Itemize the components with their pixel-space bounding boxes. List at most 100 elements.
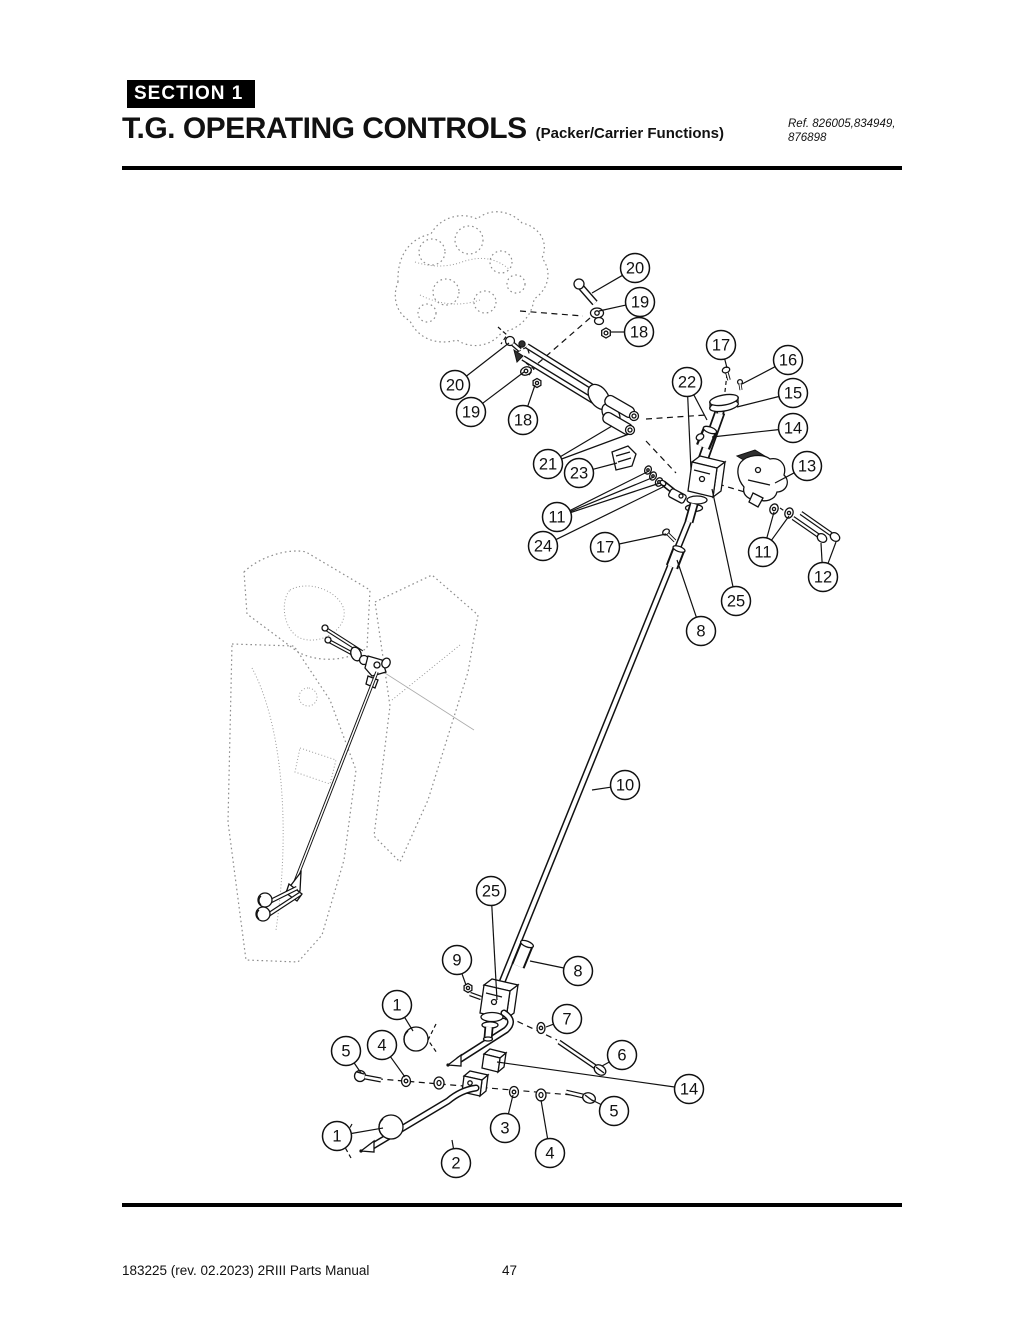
callout-label-19: 19 [631, 294, 649, 312]
callout-14 [777, 412, 809, 444]
callout-6 [606, 1039, 638, 1071]
callout-leader-14 [496, 1061, 675, 1088]
callout-label-11: 11 [754, 544, 771, 562]
callout-4 [534, 1137, 566, 1169]
page-title: T.G. OPERATING CONTROLS [122, 112, 527, 145]
callout-leader-25 [711, 488, 734, 587]
callout-label-11: 11 [548, 509, 565, 527]
callout-leader-20 [591, 274, 623, 294]
callout-label-24: 24 [534, 538, 552, 556]
callout-label-5: 5 [609, 1103, 618, 1121]
callout-leader-21 [560, 425, 613, 458]
callout-24 [527, 530, 559, 562]
callout-leader-12 [820, 542, 823, 563]
callout-leader-23 [592, 462, 618, 470]
page-subtitle: (Packer/Carrier Functions) [535, 125, 725, 142]
callout-1 [321, 1120, 353, 1152]
callout-18 [623, 316, 655, 348]
callout-label-5: 5 [341, 1043, 350, 1061]
callout-label-6: 6 [617, 1047, 626, 1065]
callout-leader-17 [724, 358, 728, 369]
callout-label-21: 21 [539, 456, 557, 474]
callout-label-22: 22 [678, 374, 696, 392]
callout-leader-8 [676, 559, 697, 618]
callout-5 [598, 1095, 630, 1127]
callout-leader-20 [466, 342, 510, 377]
ghost-machine-top [394, 211, 549, 347]
callout-2 [440, 1147, 472, 1179]
callout-12 [807, 561, 839, 593]
callout-8 [685, 615, 717, 647]
callout-label-12: 12 [814, 569, 832, 587]
callout-17 [589, 531, 621, 563]
callout-label-20: 20 [446, 377, 464, 395]
callout-14 [673, 1073, 705, 1105]
callout-leader-5 [591, 1099, 602, 1106]
header-rule [122, 166, 902, 170]
callout-5 [330, 1035, 362, 1067]
callout-leader-19 [598, 304, 626, 312]
callout-leader-3 [507, 1094, 514, 1115]
callout-leader-6 [601, 1061, 610, 1067]
callout-leader-1 [351, 1127, 384, 1135]
callout-label-13: 13 [798, 458, 816, 476]
callout-leader-10 [591, 786, 611, 791]
callout-16 [772, 344, 804, 376]
callout-leader-22 [693, 394, 708, 421]
footer-doc-info: 183225 (rev. 02.2023) 2RIII Parts Manual [122, 1263, 370, 1278]
callout-label-4: 4 [545, 1145, 554, 1163]
reference-note: Ref. 826005,834949, 876898 [788, 117, 895, 145]
callout-leader-9 [461, 973, 467, 986]
callout-leader-22 [687, 396, 692, 471]
callout-8 [562, 955, 594, 987]
callout-leader-7 [545, 1023, 554, 1028]
callout-label-17: 17 [596, 539, 614, 557]
callout-label-23: 23 [570, 465, 588, 483]
callout-10 [609, 769, 641, 801]
callout-15 [777, 377, 809, 409]
callout-13 [791, 450, 823, 482]
callout-label-4: 4 [377, 1037, 386, 1055]
assembled-control-view [255, 624, 475, 922]
callout-label-17: 17 [712, 337, 730, 355]
callout-label-25: 25 [482, 883, 500, 901]
callout-label-1: 1 [332, 1128, 341, 1146]
callout-leader-17 [619, 533, 667, 545]
callout-leader-4 [540, 1099, 549, 1139]
callout-20 [439, 369, 471, 401]
callout-leader-11 [570, 476, 655, 513]
callout-leader-21 [561, 433, 630, 460]
callout-leader-15 [736, 395, 780, 408]
callout-label-9: 9 [452, 952, 461, 970]
callout-label-1: 1 [392, 997, 401, 1015]
callout-23 [563, 457, 595, 489]
callout-25 [720, 585, 752, 617]
callout-label-3: 3 [500, 1120, 509, 1138]
callout-11 [541, 501, 573, 533]
callout-leader-8 [529, 960, 564, 969]
callout-label-18: 18 [514, 412, 532, 430]
callout-18 [507, 404, 539, 436]
section-badge: SECTION 1 [127, 80, 256, 108]
page-header: SECTION 1 T.G. OPERATING CONTROLS (Packe… [122, 80, 724, 146]
reference-line-2: 876898 [788, 132, 827, 144]
callout-leader-5 [353, 1062, 362, 1074]
callout-label-8: 8 [573, 963, 582, 981]
callout-label-20: 20 [626, 260, 644, 278]
callout-leader-25 [491, 905, 498, 1001]
callout-leader-4 [390, 1056, 406, 1078]
callout-leader-24 [555, 485, 666, 541]
callout-22 [671, 366, 703, 398]
callout-label-14: 14 [784, 420, 802, 438]
callout-leader-11 [569, 470, 650, 512]
callout-17 [705, 329, 737, 361]
callout-leader-11 [766, 511, 775, 539]
callout-leader-16 [741, 366, 776, 385]
callout-20 [619, 252, 651, 284]
reference-line-1: Ref. 826005,834949, [788, 118, 896, 130]
callout-11 [747, 536, 779, 568]
callout-21 [532, 448, 564, 480]
page-number: 47 [502, 1263, 518, 1278]
